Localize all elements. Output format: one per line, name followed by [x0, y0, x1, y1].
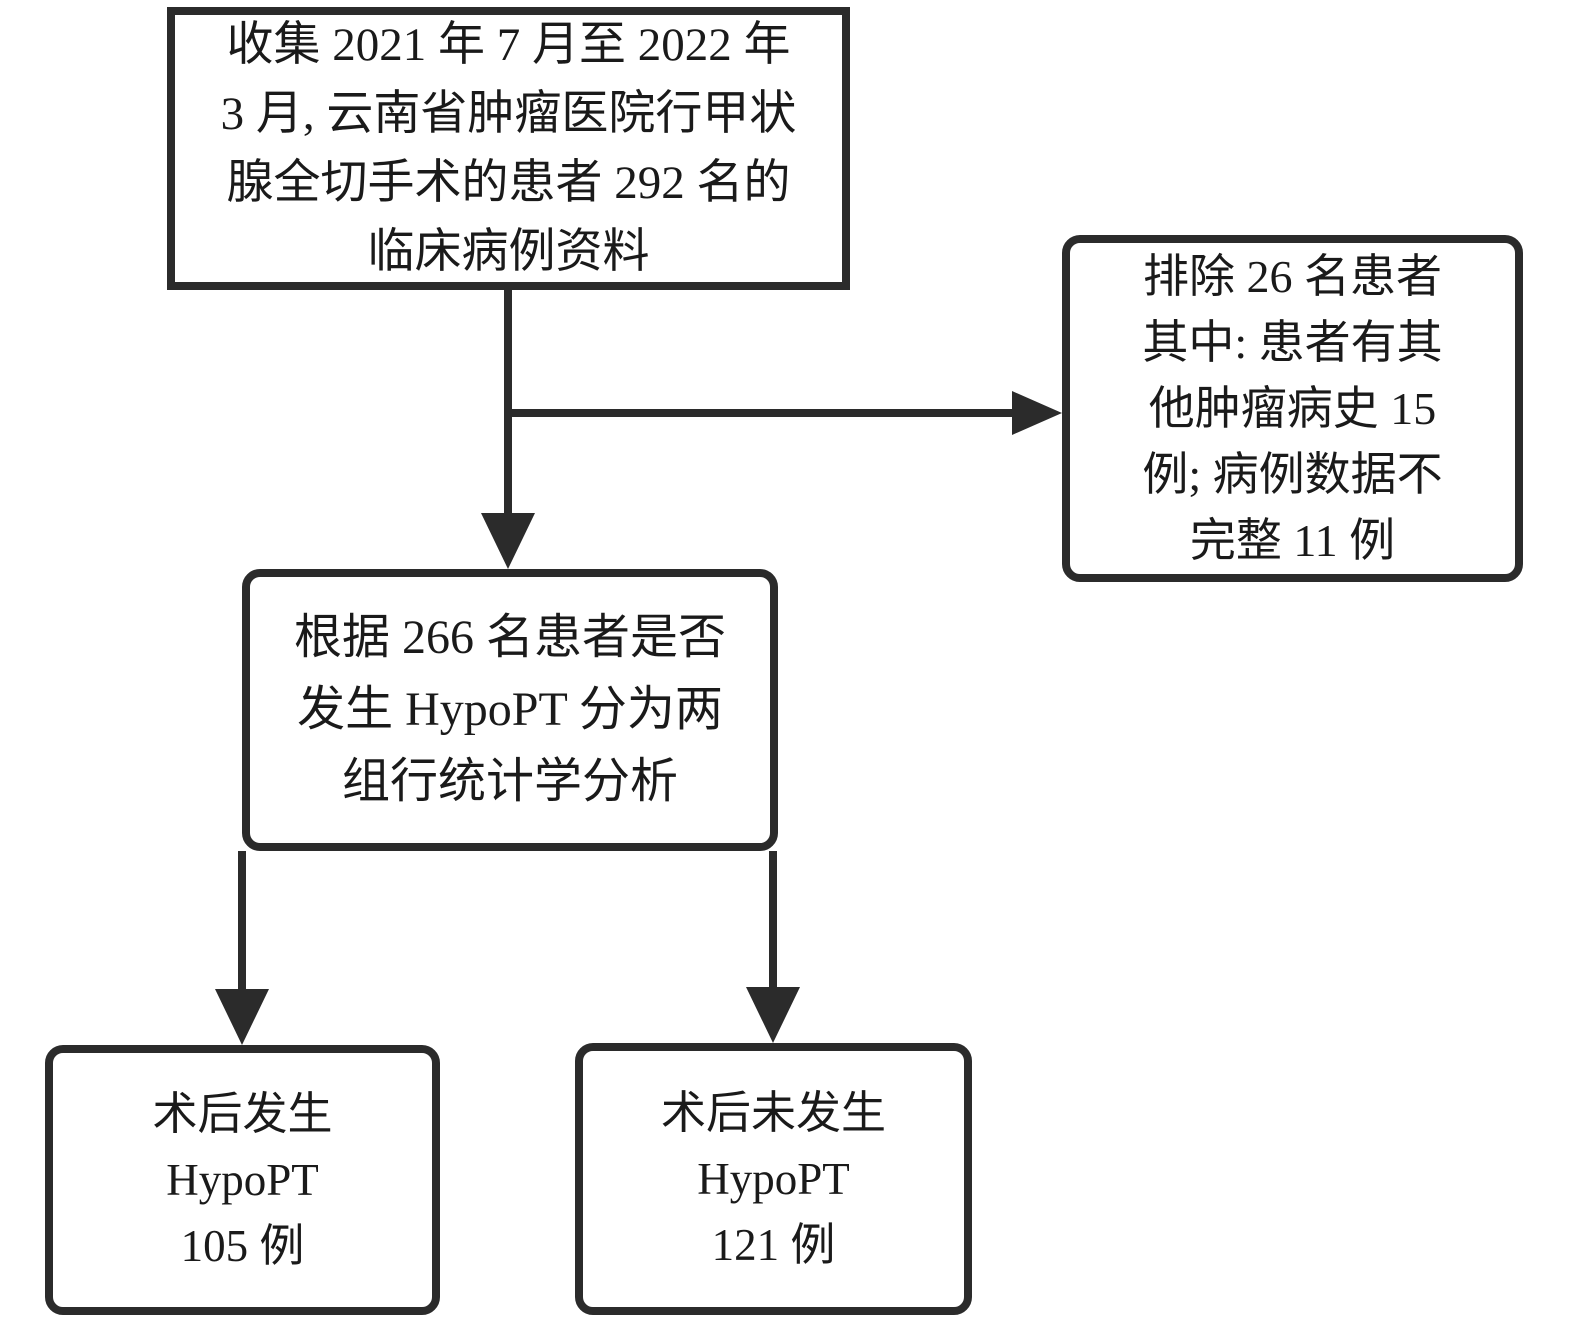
edge-grouping-to-hypopt-arrowhead-icon	[215, 989, 269, 1045]
node-hypopt-group-line: 105 例	[180, 1221, 305, 1271]
node-non-hypopt-group-line: 术后未发生	[660, 1088, 886, 1138]
node-grouping-analysis-line: 发生 HypoPT 分为两	[297, 683, 723, 736]
node-grouping-analysis-line: 根据 266 名患者是否	[293, 611, 726, 664]
node-collect-records: 收集 2021 年 7 月至 2022 年 3 月, 云南省肿瘤医院行甲状 腺全…	[167, 7, 850, 290]
node-excluded-patients-line: 其中: 患者有其	[1142, 316, 1443, 368]
edge-collect-to-excluded-line	[508, 409, 1012, 417]
node-grouping-analysis: 根据 266 名患者是否 发生 HypoPT 分为两 组行统计学分析	[242, 569, 778, 851]
node-excluded-patients-line: 他肿瘤病史 15	[1148, 382, 1437, 434]
edge-collect-to-grouping-line	[504, 290, 512, 520]
edge-grouping-to-non-hypopt-arrowhead-icon	[746, 987, 800, 1043]
node-excluded-patients-line: 例; 病例数据不	[1142, 448, 1443, 500]
node-hypopt-group: 术后发生 HypoPT 105 例	[45, 1045, 440, 1315]
node-collect-records-line: 临床病例资料	[367, 225, 650, 278]
node-non-hypopt-group-line: HypoPT	[697, 1154, 850, 1204]
node-hypopt-group-line: HypoPT	[166, 1155, 319, 1205]
node-collect-records-line: 收集 2021 年 7 月至 2022 年	[226, 18, 791, 71]
edge-collect-to-excluded-arrowhead-icon	[1012, 391, 1062, 435]
node-non-hypopt-group: 术后未发生 HypoPT 121 例	[575, 1043, 972, 1315]
node-excluded-patients-line: 排除 26 名患者	[1143, 250, 1442, 302]
node-collect-records-line: 腺全切手术的患者 292 名的	[226, 156, 791, 209]
node-excluded-patients: 排除 26 名患者 其中: 患者有其 他肿瘤病史 15 例; 病例数据不 完整 …	[1062, 235, 1523, 582]
node-excluded-patients-line: 完整 11 例	[1189, 514, 1396, 566]
node-non-hypopt-group-line: 121 例	[711, 1220, 836, 1270]
node-collect-records-line: 3 月, 云南省肿瘤医院行甲状	[220, 87, 797, 140]
node-hypopt-group-line: 术后发生	[152, 1089, 333, 1139]
edge-collect-to-grouping-arrowhead-icon	[481, 513, 535, 569]
edge-grouping-to-non-hypopt-line	[769, 851, 777, 991]
edge-grouping-to-hypopt-line	[238, 851, 246, 993]
node-grouping-analysis-line: 组行统计学分析	[341, 755, 678, 808]
